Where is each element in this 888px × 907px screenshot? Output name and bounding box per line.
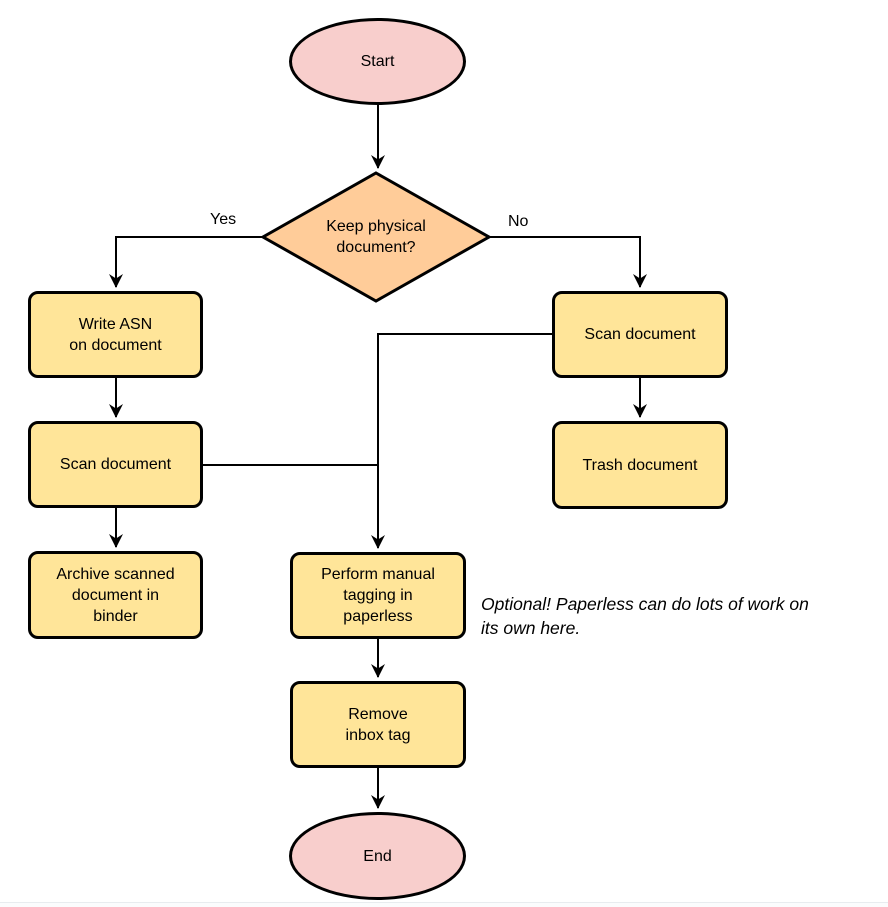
process-write-asn: Write ASN on document bbox=[28, 291, 203, 378]
process-scan-document-left: Scan document bbox=[28, 421, 203, 508]
decision-keep-physical-document: Keep physical document? bbox=[276, 206, 476, 268]
note-optional-paperless: Optional! Paperless can do lots of work … bbox=[481, 594, 809, 638]
edge-label-no: No bbox=[506, 213, 531, 231]
process-scan-document-left-label: Scan document bbox=[59, 456, 172, 473]
connector-decision-yes-to-write-asn bbox=[109, 236, 263, 288]
start-label: Start bbox=[360, 53, 395, 70]
page-bottom-divider bbox=[0, 902, 888, 907]
process-archive-label: Archive scanned document in binder bbox=[56, 565, 175, 625]
process-archive-scanned-document: Archive scanned document in binder bbox=[28, 551, 203, 639]
process-remove-inbox-tag: Remove inbox tag bbox=[290, 681, 466, 768]
process-tagging-label: Perform manual tagging in paperless bbox=[321, 566, 435, 625]
connector-decision-no-to-scan-right bbox=[489, 236, 647, 288]
process-write-asn-label: Write ASN on document bbox=[69, 315, 162, 354]
decision-diamond-shape bbox=[259, 171, 493, 303]
end-terminator: End bbox=[289, 812, 466, 900]
connector-scan-right-to-tagging bbox=[371, 333, 552, 549]
process-trash-document: Trash document bbox=[552, 421, 728, 509]
process-scan-document-right-label: Scan document bbox=[584, 326, 696, 343]
start-terminator: Start bbox=[289, 18, 466, 105]
decision-label: Keep physical document? bbox=[326, 218, 426, 256]
process-perform-manual-tagging: Perform manual tagging in paperless bbox=[290, 552, 466, 639]
process-trash-document-label: Trash document bbox=[582, 456, 698, 474]
process-remove-inbox-tag-label: Remove inbox tag bbox=[345, 705, 411, 744]
end-label: End bbox=[363, 847, 392, 865]
edge-label-yes: Yes bbox=[208, 211, 239, 229]
process-scan-document-right: Scan document bbox=[552, 291, 728, 378]
